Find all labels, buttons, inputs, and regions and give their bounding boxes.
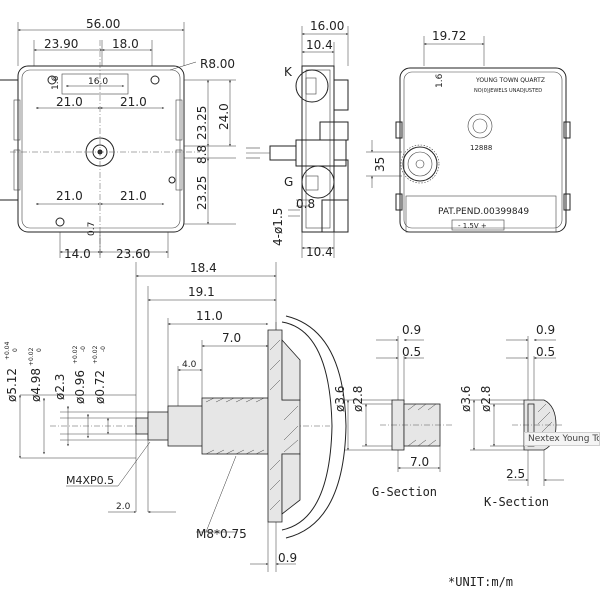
battery-label: - 1.5V + — [458, 222, 487, 230]
dim-len-110: 11.0 — [196, 309, 223, 323]
dim-right-total: 24.0 — [217, 103, 231, 130]
tol-512-lo: 0 — [12, 348, 19, 352]
k-section: 0.9 0.5 ø3.6 ø2.8 2.5 K-Section — [459, 323, 564, 509]
dim-dia-096: ø0.96 — [73, 370, 87, 404]
g-dim-09: 0.9 — [402, 323, 421, 337]
label-k: K — [284, 65, 293, 79]
seal-number: 12888 — [470, 144, 492, 152]
dim-bottom-left: 14.0 — [64, 247, 91, 261]
movement-body-outline — [17, 65, 185, 233]
side-view: 16.00 10.4 K G 0.8 4-ø1.5 10.4 — [246, 19, 349, 259]
dim-upper-right: 21.0 — [120, 95, 147, 109]
mount-hole — [55, 217, 65, 227]
dim-dia-072: ø0.72 — [93, 370, 107, 404]
g-section: 0.9 0.5 ø3.6 ø2.8 7.0 G-Section — [333, 323, 452, 499]
dim-back-width: 19.72 — [432, 29, 466, 43]
k-section-title: K-Section — [484, 495, 549, 509]
dim-right-lower: 23.25 — [195, 176, 209, 210]
g-dim-05: 0.5 — [402, 345, 421, 359]
gear-icon — [400, 144, 440, 184]
tol-096-lo: -0 — [80, 346, 87, 352]
tol-096-up: +0.02 — [72, 345, 79, 364]
front-view: 56.00 23.90 18.0 R8.00 1.6 16.0 21.0 21.… — [0, 17, 236, 261]
dim-corner-radius: R8.00 — [200, 57, 235, 71]
dim-side-inner: 10.4 — [306, 38, 333, 52]
hover-tooltip: Nextex Young Town — [524, 432, 600, 446]
dim-lower-left: 21.0 — [56, 189, 83, 203]
dim-top-right: 18.0 — [112, 37, 139, 51]
g-dim-28: ø2.8 — [351, 386, 365, 412]
tol-072-up: +0.02 — [92, 345, 99, 364]
tol-498-lo: 0 — [36, 348, 43, 352]
k-dim-25: 2.5 — [506, 467, 525, 481]
dim-dia-498: ø4.98 — [29, 368, 43, 402]
mount-hole — [150, 75, 160, 85]
dim-len-20: 2.0 — [116, 502, 131, 512]
label-g: G — [284, 175, 293, 189]
dim-dia-23: ø2.3 — [53, 374, 67, 400]
dim-lower-right: 21.0 — [120, 189, 147, 203]
shaft-housing — [295, 139, 347, 167]
k-dim-36: ø3.6 — [459, 386, 473, 412]
dim-overall-width: 56.00 — [86, 17, 120, 31]
k-detail-circle — [295, 69, 329, 103]
dim-len-40: 4.0 — [182, 360, 197, 370]
dim-len-09: 0.9 — [278, 551, 297, 565]
g-dim-70: 7.0 — [410, 455, 429, 469]
dim-slot-offset: 1.6 — [51, 75, 61, 90]
brand-label: YOUNG TOWN QUARTZ — [475, 77, 545, 84]
dim-side-small: 0.8 — [296, 197, 315, 211]
jewels-label: NO(0)JEWELS UNADJUSTED — [474, 88, 542, 94]
dim-dia-512: ø5.12 — [5, 368, 19, 402]
seal-icon — [467, 113, 493, 139]
mount-hole — [168, 176, 176, 184]
mount-hole — [47, 75, 57, 85]
dim-top-left: 23.90 — [44, 37, 78, 51]
dim-len-191: 19.1 — [188, 285, 215, 299]
dim-slot-width: 16.0 — [88, 77, 108, 87]
dim-right-upper: 23.25 — [195, 106, 209, 140]
tol-072-lo: -0 — [100, 346, 107, 352]
patent-label: PAT.PEND.00399849 — [438, 207, 529, 217]
shaft-section: 18.4 19.1 11.0 7.0 4.0 ø5.12 +0.04 0 ø4.… — [4, 261, 347, 572]
g-dim-36: ø3.6 — [333, 386, 347, 412]
back-view: 19.72 1.6 YOUNG TOWN QUARTZ NO(0)JEWELS … — [366, 29, 571, 233]
dim-gear: 35 — [373, 157, 387, 172]
tol-512-up: +0.04 — [4, 341, 11, 360]
k-dim-28: ø2.8 — [479, 386, 493, 412]
k-dim-05: 0.5 — [536, 345, 555, 359]
dim-back-offset: 1.6 — [435, 73, 445, 88]
tol-498-up: +0.02 — [28, 347, 35, 366]
hanger-slot — [61, 73, 129, 95]
dim-pins: 4-ø1.5 — [271, 208, 285, 246]
dim-len-184: 18.4 — [190, 261, 217, 275]
dim-right-mid: 8.8 — [195, 145, 209, 164]
thread-m4: M4XP0.5 — [66, 474, 114, 487]
k-dim-09: 0.9 — [536, 323, 555, 337]
threaded-boss — [201, 397, 269, 455]
unit-note: *UNIT:m/m — [448, 575, 513, 589]
dim-bottom-small: 0.7 — [87, 222, 97, 236]
thread-m8: M8*0.75 — [196, 527, 247, 541]
dim-side-bottom: 10.4 — [306, 245, 333, 259]
side-case — [301, 65, 335, 233]
dim-len-70: 7.0 — [222, 331, 241, 345]
g-detail-circle — [301, 165, 335, 199]
g-section-title: G-Section — [372, 485, 437, 499]
dim-bottom-right: 23.60 — [116, 247, 150, 261]
dim-upper-left: 21.0 — [56, 95, 83, 109]
dim-side-width: 16.00 — [310, 19, 344, 33]
